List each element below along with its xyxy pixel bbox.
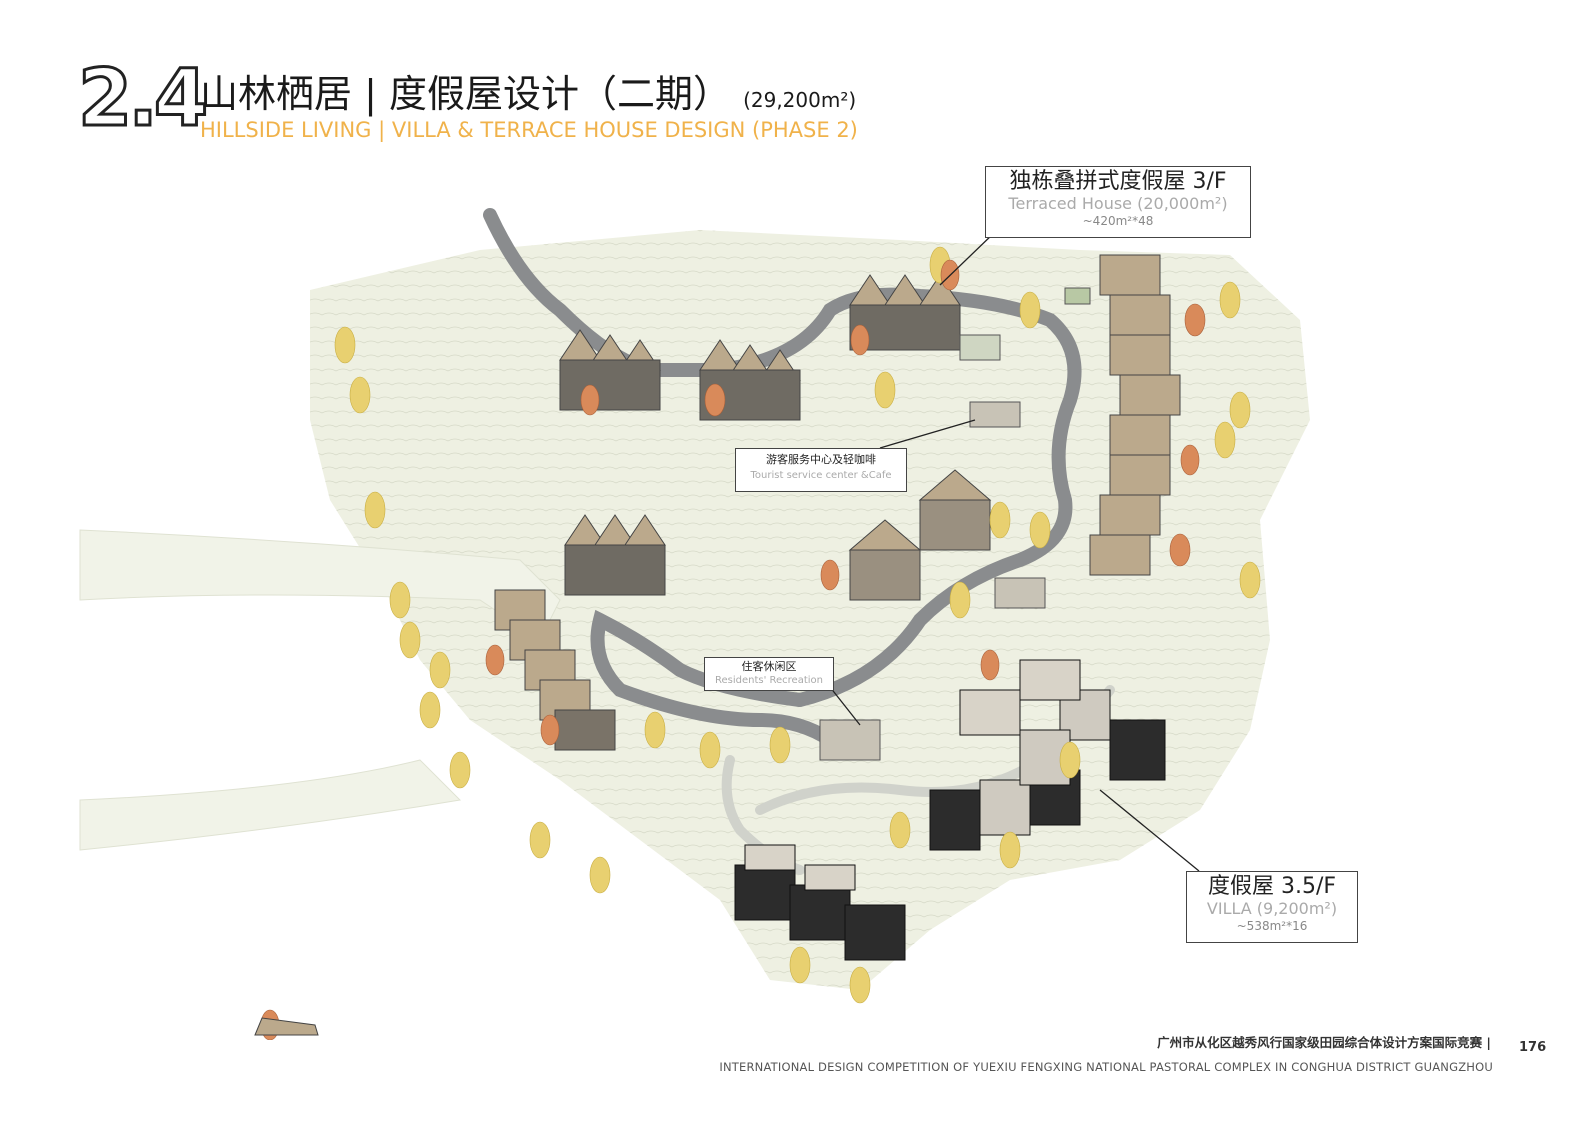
callout-terraced-cn: 独栋叠拼式度假屋 3/F xyxy=(1009,169,1227,194)
callout-tourist-cn: 游客服务中心及轻咖啡 xyxy=(766,453,876,466)
footer-cn: 广州市从化区越秀风行国家级田园综合体设计方案国际竞赛 | xyxy=(1157,1035,1491,1050)
callout-villa-en: VILLA (9,200m²) xyxy=(1206,899,1338,918)
callout-villa-sub: ~538m²*16 xyxy=(1236,919,1308,933)
callout-terraced-en: Terraced House (20,000m²) xyxy=(1008,194,1228,213)
section-number: 2.4 xyxy=(76,54,209,144)
villas xyxy=(734,659,1166,961)
page-title-cn: 山林栖居 | 度假屋设计（二期） xyxy=(200,72,731,116)
page-number: 176 xyxy=(1519,1040,1547,1055)
callout-terraced-house: 独栋叠拼式度假屋 3/F Terraced House (20,000m²) ~… xyxy=(985,166,1251,238)
page-subtitle: HILLSIDE LIVING | VILLA & TERRACE HOUSE … xyxy=(200,118,858,142)
terraced-houses xyxy=(494,254,1181,751)
callout-villa-cn: 度假屋 3.5/F xyxy=(1207,874,1337,899)
callout-resident-cn: 住客休闲区 xyxy=(741,660,797,673)
callout-villa: 度假屋 3.5/F VILLA (9,200m²) ~538m²*16 xyxy=(1186,871,1358,943)
callout-terraced-sub: ~420m²*48 xyxy=(1082,214,1154,228)
callout-tourist-en: Tourist service center &Cafe xyxy=(750,470,892,481)
site-plan xyxy=(79,208,1310,1040)
page-title-area: (29,200m²) xyxy=(743,88,857,112)
leader-lines xyxy=(829,231,1200,872)
callout-residents-recreation: 住客休闲区 Residents' Recreation xyxy=(704,657,834,691)
page-title: 山林栖居 | 度假屋设计（二期） (29,200m²) xyxy=(200,72,856,122)
trees xyxy=(260,246,1261,1040)
footer-en: INTERNATIONAL DESIGN COMPETITION OF YUEX… xyxy=(719,1060,1493,1074)
callout-resident-en: Residents' Recreation xyxy=(714,675,823,686)
callout-tourist-center: 游客服务中心及轻咖啡 Tourist service center &Cafe xyxy=(735,448,907,492)
cropped-building xyxy=(254,1017,319,1036)
service-buildings xyxy=(819,287,1091,761)
